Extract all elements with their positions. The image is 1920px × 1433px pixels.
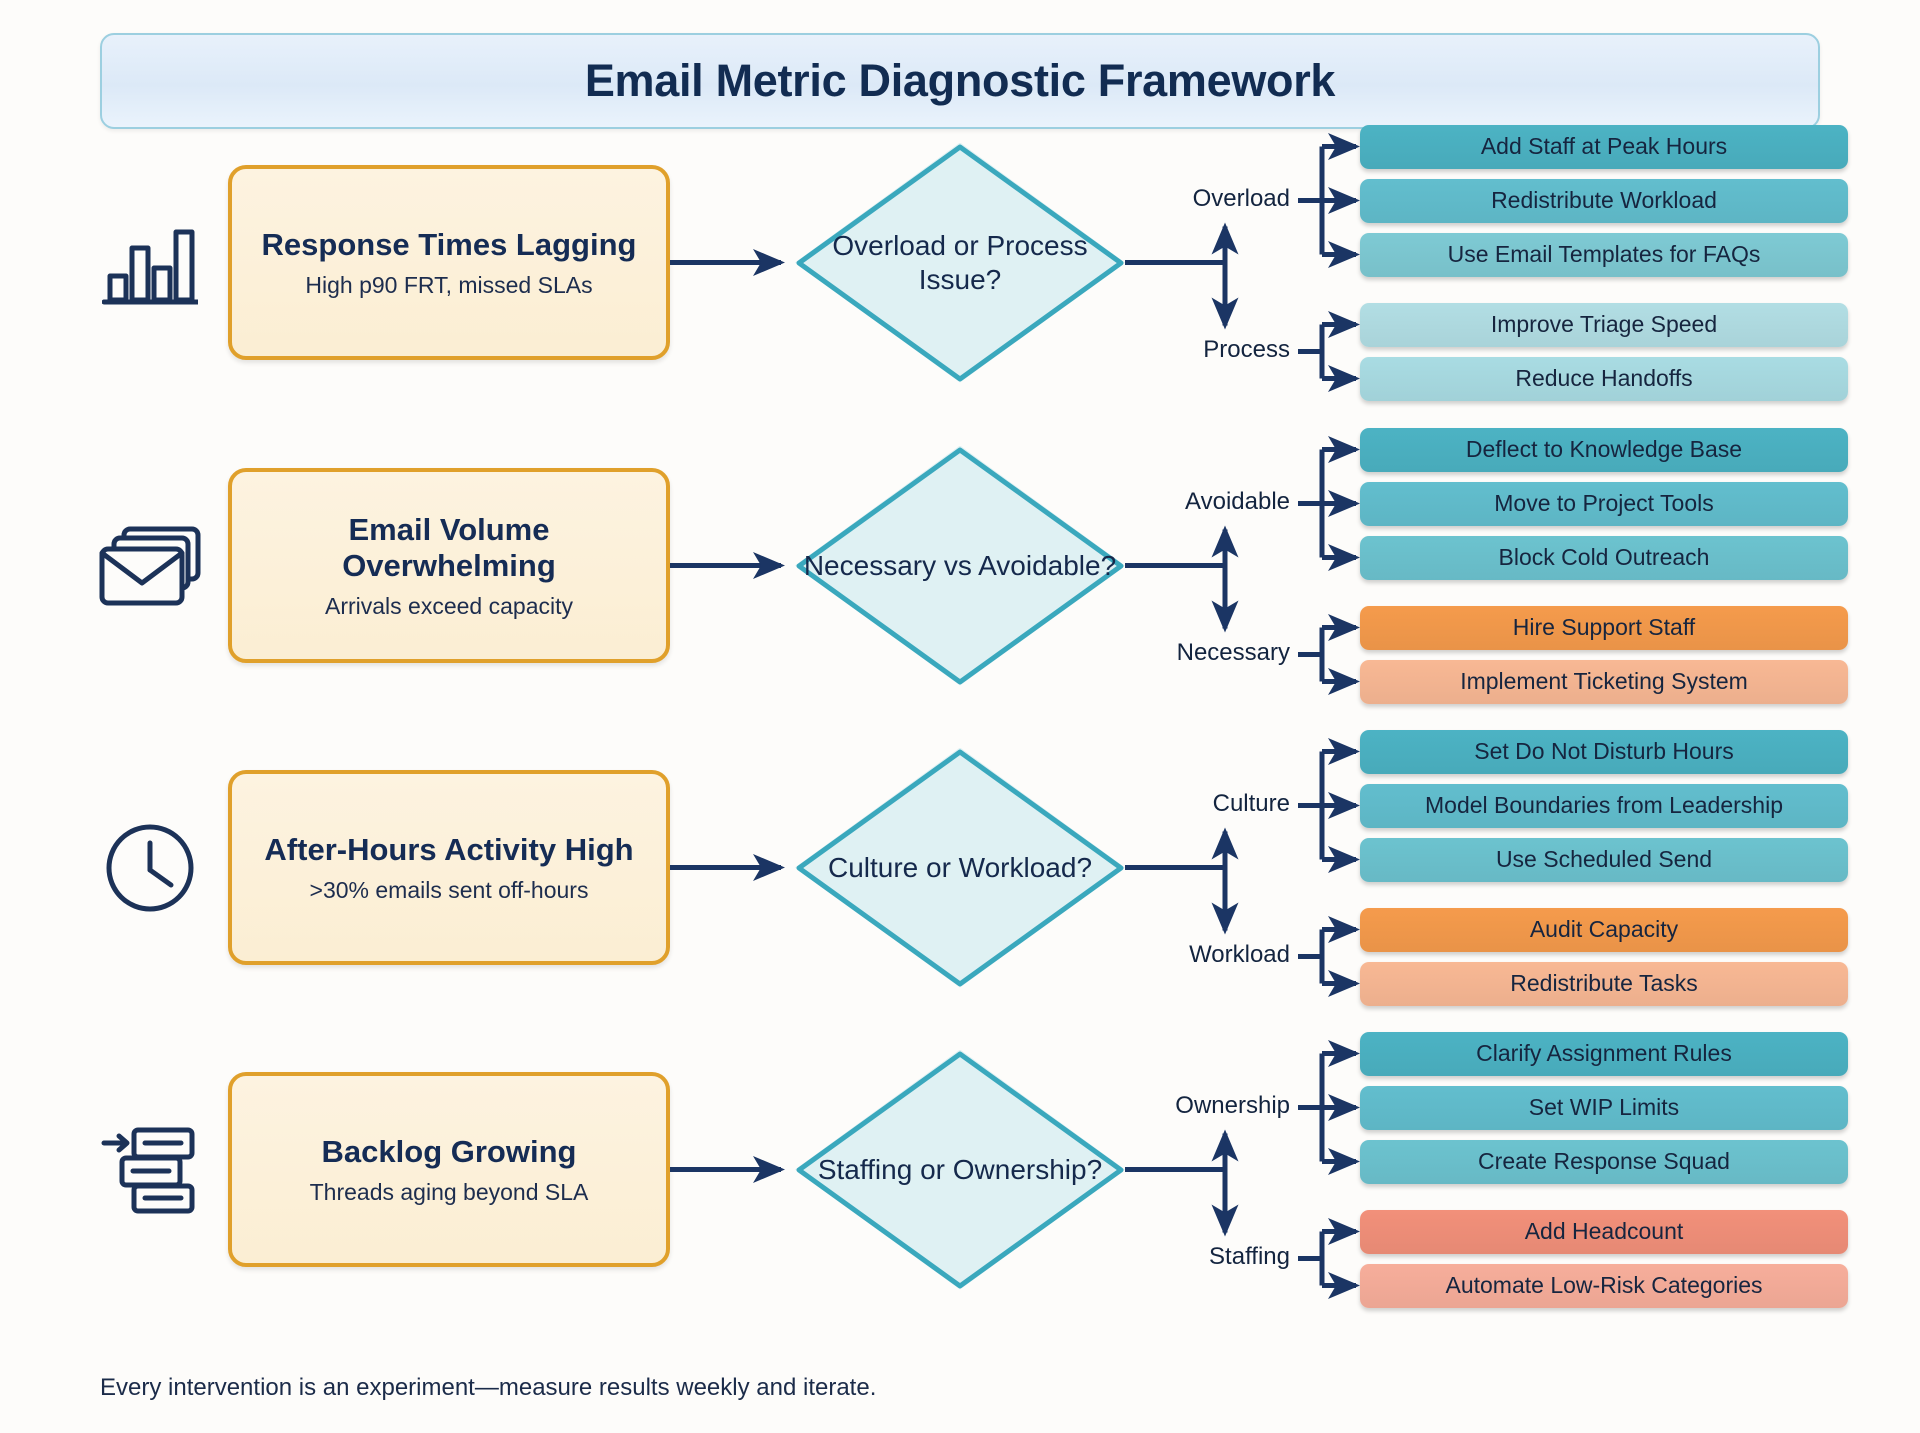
action-chip[interactable]: Set Do Not Disturb Hours <box>1360 729 1848 774</box>
clock-icon <box>95 813 205 923</box>
action-chip[interactable]: Use Scheduled Send <box>1360 837 1848 882</box>
decision-label: Culture or Workload? <box>827 851 1093 883</box>
action-chip[interactable]: Redistribute Workload <box>1360 178 1848 223</box>
action-chip[interactable]: Hire Support Staff <box>1360 605 1848 650</box>
action-chip[interactable]: Redistribute Tasks <box>1360 961 1848 1006</box>
decision-label: Overload or Process Issue? <box>832 229 1088 295</box>
backlog-stack-icon <box>95 1115 205 1225</box>
bar-chart-icon <box>95 208 205 318</box>
action-chip[interactable]: Implement Ticketing System <box>1360 659 1848 704</box>
problem-subtitle: Arrivals exceed capacity <box>325 593 573 620</box>
branch-label: Avoidable <box>1185 487 1290 515</box>
problem-subtitle: Threads aging beyond SLA <box>309 1178 589 1205</box>
action-chip[interactable]: Create Response Squad <box>1360 1139 1848 1184</box>
decision-diamond-1[interactable]: Overload or Process Issue? <box>795 142 1125 383</box>
branch-label: Necessary <box>1176 638 1290 666</box>
problem-title: Backlog Growing <box>321 1133 577 1169</box>
diamond-outline <box>796 144 1124 381</box>
decision-diamond-4[interactable]: Staffing or Ownership? <box>795 1049 1125 1290</box>
envelope-stack-icon <box>95 511 205 621</box>
page-title-banner: Email Metric Diagnostic Framework <box>100 33 1820 129</box>
problem-card-3[interactable]: After-Hours Activity High >30% emails sen… <box>228 770 670 965</box>
decision-label: Staffing or Ownership? <box>817 1153 1103 1185</box>
problem-subtitle: High p90 FRT, missed SLAs <box>305 271 593 298</box>
branch-label: Staffing <box>1209 1242 1290 1270</box>
action-chip[interactable]: Model Boundaries from Leadership <box>1360 783 1848 828</box>
action-chip[interactable]: Move to Project Tools <box>1360 481 1848 526</box>
action-chip[interactable]: Automate Low-Risk Categories <box>1360 1263 1848 1308</box>
branch-label: Workload <box>1189 940 1290 968</box>
action-chip[interactable]: Audit Capacity <box>1360 907 1848 952</box>
diamond-outline <box>796 447 1124 684</box>
problem-subtitle: >30% emails sent off-hours <box>309 876 589 903</box>
action-chip[interactable]: Block Cold Outreach <box>1360 535 1848 580</box>
decision-diamond-3[interactable]: Culture or Workload? <box>795 747 1125 988</box>
action-chip[interactable]: Add Staff at Peak Hours <box>1360 124 1848 169</box>
branch-label: Culture <box>1212 789 1290 817</box>
branch-label: Process <box>1203 335 1290 363</box>
page-title: Email Metric Diagnostic Framework <box>584 55 1336 106</box>
action-chip[interactable]: Set WIP Limits <box>1360 1085 1848 1130</box>
problem-title: After-Hours Activity High <box>264 831 634 867</box>
action-chip[interactable]: Improve Triage Speed <box>1360 302 1848 347</box>
branch-label: Ownership <box>1175 1091 1290 1119</box>
action-chip[interactable]: Reduce Handoffs <box>1360 356 1848 401</box>
diamond-outline <box>796 1051 1124 1288</box>
problem-title: Email Volume Overwhelming <box>342 511 556 583</box>
action-chip[interactable]: Deflect to Knowledge Base <box>1360 427 1848 472</box>
problem-title: Response Times Lagging <box>261 226 637 262</box>
branch-label: Overload <box>1192 184 1290 212</box>
diamond-outline <box>796 749 1124 986</box>
action-chip[interactable]: Add Headcount <box>1360 1209 1848 1254</box>
decision-diamond-2[interactable]: Necessary vs Avoidable? <box>795 445 1125 686</box>
footer-note: Every intervention is an experiment—meas… <box>100 1374 877 1401</box>
action-chip[interactable]: Clarify Assignment Rules <box>1360 1031 1848 1076</box>
action-chip[interactable]: Use Email Templates for FAQs <box>1360 232 1848 277</box>
decision-label: Necessary vs Avoidable? <box>803 549 1117 581</box>
